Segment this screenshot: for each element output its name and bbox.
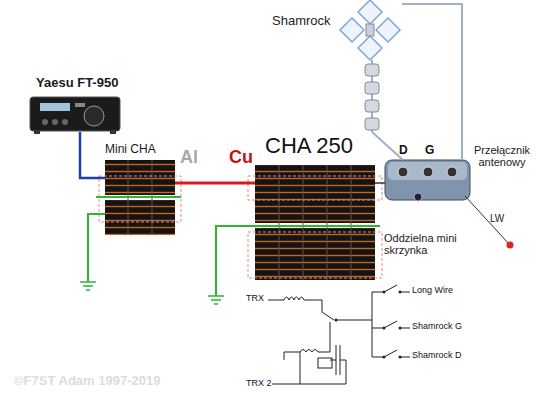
ground-wire	[96, 196, 181, 198]
antenna-element	[340, 18, 364, 42]
antenna-element	[358, 36, 382, 60]
separate-box-outline	[248, 232, 382, 278]
block-divider	[279, 165, 280, 280]
relay-wire	[272, 322, 330, 384]
node-label: Przełącznik antenowy	[469, 144, 535, 168]
tuner-block	[105, 200, 175, 235]
signal-name: Long Wire	[412, 286, 453, 296]
radio-display	[40, 103, 70, 111]
ground-wire	[216, 226, 255, 296]
cable-connector	[375, 182, 385, 184]
switch-contact	[383, 327, 386, 330]
node-label: Yaesu FT-950	[36, 76, 118, 90]
balun-element	[365, 64, 379, 76]
ground-wire	[250, 225, 380, 227]
radio-button	[75, 103, 85, 107]
node-label: Mini CHA	[105, 143, 156, 156]
signal-name: Shamrock D	[412, 351, 462, 361]
schematic-wire	[268, 297, 372, 320]
switch-top	[388, 162, 467, 180]
signal-name: TRX 2	[246, 379, 272, 389]
switch-symbol	[372, 285, 410, 357]
wiring-loop	[248, 176, 382, 200]
switch-contact	[399, 356, 402, 359]
feed-line	[372, 132, 403, 160]
radio-foot	[110, 131, 116, 134]
wiring-loop	[99, 176, 181, 222]
signal-name: TRX	[246, 294, 264, 304]
long-wire	[465, 196, 509, 244]
radio-body	[30, 97, 120, 131]
tuner-block	[255, 165, 375, 223]
switch-contact	[335, 319, 338, 322]
radio-knob	[84, 106, 104, 126]
schematic-bus	[372, 292, 373, 357]
switch-contact	[399, 327, 402, 330]
ground-wire	[88, 214, 105, 282]
wire-end-dot	[507, 242, 514, 249]
switch-knob	[447, 167, 457, 177]
radio-knob	[52, 119, 58, 125]
antenna-hub	[366, 24, 374, 36]
ground-symbol	[208, 296, 224, 304]
relay-coil	[318, 358, 332, 368]
block-divider	[327, 165, 328, 280]
radio-device: Yaesu FT-950	[30, 95, 120, 132]
switch-contact	[399, 291, 402, 294]
antenna-element	[358, 0, 382, 24]
switch-knob	[398, 167, 408, 177]
switch-connector	[414, 193, 422, 201]
radio-foot	[34, 131, 40, 134]
antenna: Shamrock	[338, 0, 402, 135]
cable-connector	[175, 182, 255, 185]
material-label: Al	[180, 148, 198, 168]
block-divider	[351, 165, 352, 280]
balun-element	[365, 100, 379, 112]
cable-connector	[80, 132, 105, 178]
tuner-box: CHA 250	[255, 165, 375, 280]
ground-symbol	[80, 282, 96, 290]
switch-contact	[383, 291, 386, 294]
switch-knob	[423, 167, 433, 177]
tuner-block	[105, 160, 175, 195]
tuner-block	[255, 228, 375, 280]
balun-element	[365, 82, 379, 94]
radio-knob	[42, 119, 48, 125]
node-label: D	[399, 144, 408, 157]
capacitor-symbol	[300, 345, 346, 384]
antenna-switch: DGPrzełącznik antenowy	[385, 160, 470, 200]
signal-name: Shamrock G	[412, 322, 462, 332]
node-label: CHA 250	[265, 134, 353, 158]
balun-element	[365, 118, 379, 130]
antenna-element	[376, 18, 400, 42]
callout-note: Oddzielna mini skrzynka	[384, 232, 468, 256]
node-label: G	[425, 144, 434, 157]
tuner-box: Mini CHA	[105, 160, 175, 235]
block-divider	[303, 165, 304, 280]
watermark: ©F7ST Adam 1997-2019	[14, 374, 160, 388]
radio-knob	[62, 119, 68, 125]
node-label: Shamrock	[272, 14, 331, 28]
switch-contact	[383, 356, 386, 359]
material-label: Cu	[229, 148, 253, 168]
antenna-label: LW	[490, 213, 504, 224]
switch-body	[385, 160, 470, 200]
cable-connector	[402, 4, 462, 160]
